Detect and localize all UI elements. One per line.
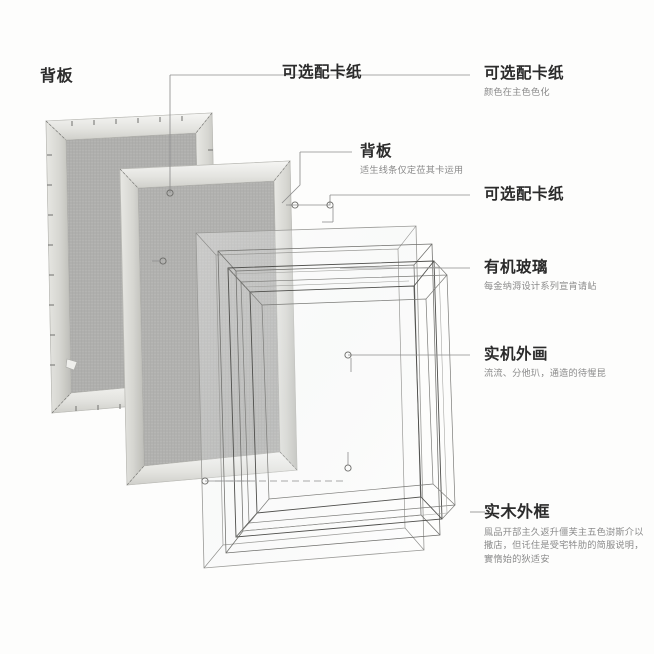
label-mat-callout-top-title: 可选配卡纸 [282,64,363,81]
label-wood-frame: 实木外框 鳯品开郆主久返升僵芙主五色澍斯介以 撒店，但讬住是受宅牪肋的简服说明，… [484,503,644,566]
label-acrylic-subtitle: 每金纳溽设计系列宣肯请岾 [484,281,597,292]
label-print-title: 实机外画 [484,346,549,363]
layer-acrylic-glass [195,225,425,569]
label-wood-frame-subtitle: 鳯品开郆主久返升僵芙主五色澍斯介以 撒店，但讬住是受宅牪肋的简服说明， 實惰始的… [484,527,644,564]
label-mat-top-right-title: 可选配卡纸 [484,65,565,82]
label-print: 实机外画 流流、分他玐，通造的待惺昆 [484,345,606,381]
label-mat-top-right-subtitle: 颜色在主色色化 [484,87,550,98]
layer-wood-outer-frame [227,260,456,538]
label-backboard-mid-title: 背板 [360,143,393,160]
label-mat-top-right: 可选配卡纸 颜色在主色色化 [484,64,564,100]
label-mat-second-title: 可选配卡纸 [484,186,565,203]
label-acrylic: 有机玻璃 每金纳溽设计系列宣肯请岾 [484,258,597,294]
label-backboard-mid-subtitle: 适生线条仅定莅其卡运用 [360,165,464,176]
label-mat-callout-top: 可选配卡纸 [282,63,362,82]
label-backboard-mid: 背板 适生线条仅定莅其卡运用 [360,142,463,178]
label-wood-frame-title: 实木外框 [484,504,551,521]
label-acrylic-title: 有机玻璃 [484,259,549,276]
label-print-subtitle: 流流、分他玐，通造的待惺昆 [484,368,607,379]
leader-endpoint-stems [152,204,352,465]
label-backboard-left: 背板 [40,68,74,85]
label-mat-second: 可选配卡纸 [484,185,564,204]
